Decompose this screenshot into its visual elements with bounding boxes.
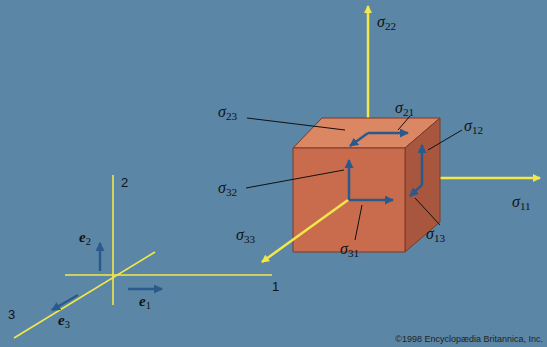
stress-label: σ31	[340, 241, 359, 257]
stress-label: σ21	[395, 100, 414, 116]
unit-vectors	[52, 243, 162, 310]
stress-label: σ23	[218, 104, 237, 120]
axes	[14, 175, 272, 338]
copyright-note: ©1998 Encyclopædia Britannica, Inc.	[395, 335, 543, 344]
stress-label: σ22	[377, 14, 396, 30]
axis-label: 3	[8, 308, 15, 321]
unit-vector-label: e3	[58, 313, 70, 328]
stress-label: σ11	[512, 194, 531, 210]
cube	[293, 118, 440, 252]
stress-label: σ12	[464, 118, 483, 134]
leader-lines	[246, 116, 462, 240]
stress-label: σ33	[236, 227, 255, 243]
unit-vector-label: e2	[79, 230, 91, 245]
stress-label: σ32	[218, 180, 237, 196]
axis-label: 2	[121, 176, 128, 189]
stress-label: σ13	[426, 226, 445, 242]
unit-vector-label: e1	[139, 294, 151, 309]
shear-arrows	[349, 133, 422, 200]
axis-label: 1	[272, 280, 279, 293]
normal-stress-arrow	[262, 200, 348, 262]
